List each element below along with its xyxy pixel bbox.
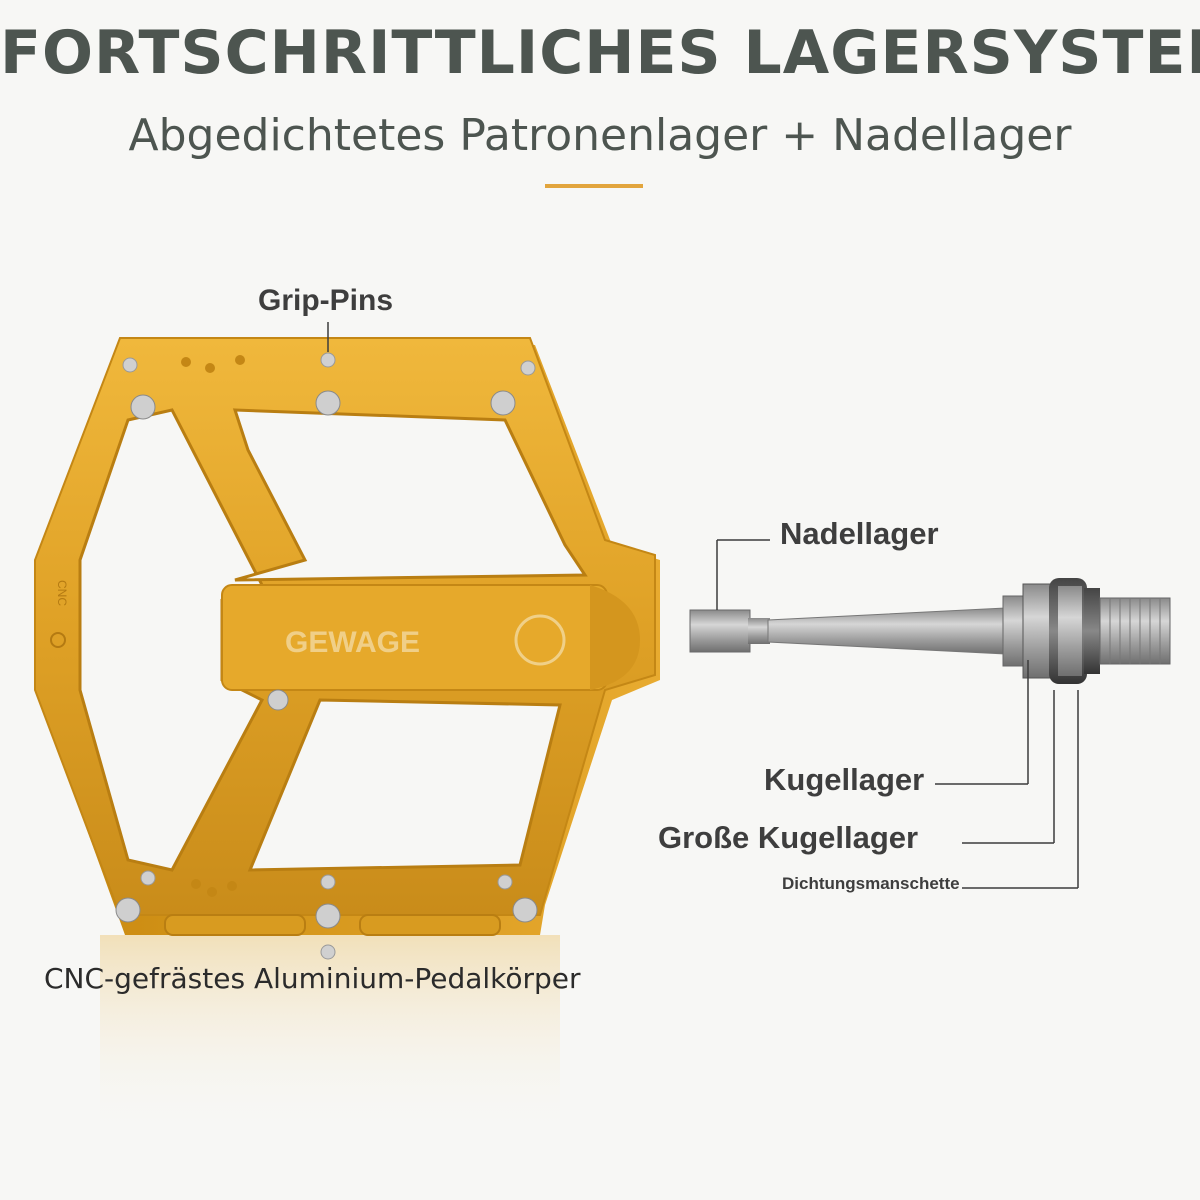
page-title: FORTSCHRITTLICHES LAGERSYSTEM bbox=[0, 18, 1200, 88]
needle-bearing-label: Nadellager bbox=[780, 516, 939, 551]
pedal-axle bbox=[689, 578, 1171, 684]
seal-sleeve-label: Dichtungsmanschette bbox=[782, 874, 960, 893]
side-mark-circle-icon bbox=[50, 632, 66, 648]
accent-divider bbox=[545, 184, 643, 188]
grip-pins bbox=[115, 352, 538, 960]
brand-logo-text: GEWAGE bbox=[285, 626, 420, 659]
side-mark: CNC bbox=[55, 580, 69, 606]
callout-lines bbox=[327, 322, 1079, 889]
ball-bearing-label: Kugellager bbox=[764, 762, 925, 797]
pedal-reflection bbox=[100, 935, 560, 1135]
brand-emblem-icon bbox=[514, 614, 566, 666]
page-subtitle: Abgedichtetes Patronenlager + Nadellager bbox=[128, 110, 1072, 161]
pedal-body bbox=[34, 337, 660, 936]
large-ball-bearing-label: Große Kugellager bbox=[658, 820, 919, 855]
grip-pins-label: Grip-Pins bbox=[258, 284, 394, 317]
pedal-body-label: CNC-gefrästes Aluminium-Pedalkörper bbox=[44, 962, 581, 995]
